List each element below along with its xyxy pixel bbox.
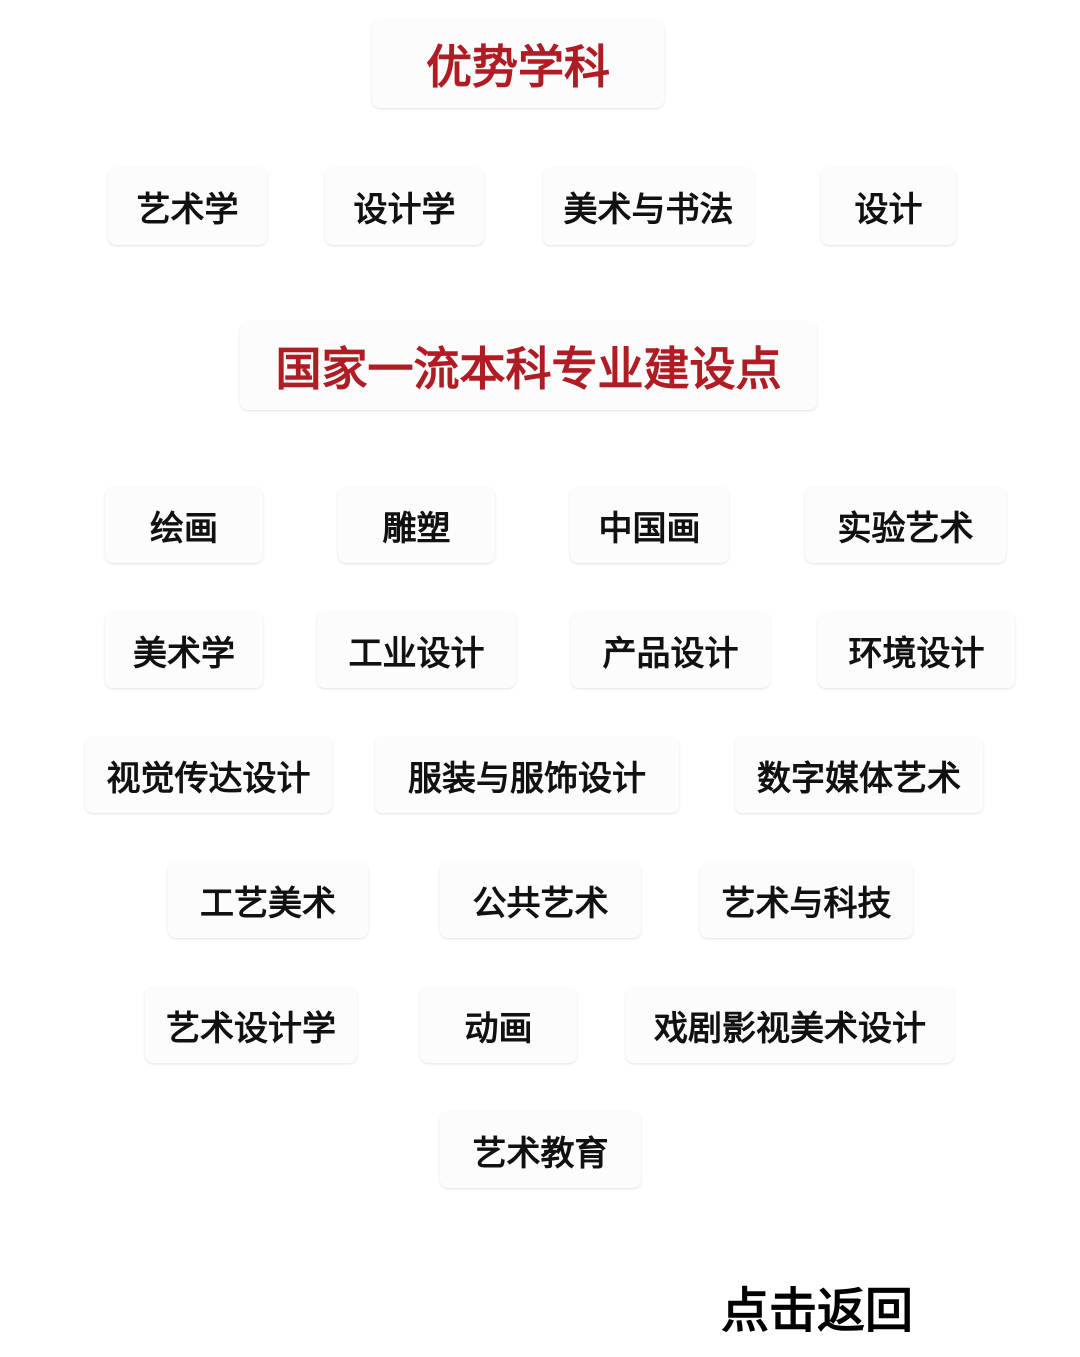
section-title-national-first-class-majors: 国家一流本科专业建设点: [240, 322, 817, 410]
discipline-item: 设计: [821, 168, 956, 245]
major-item: 动画: [420, 987, 577, 1063]
major-item: 工艺美术: [168, 862, 368, 938]
major-item: 环境设计: [818, 612, 1015, 688]
major-item: 服装与服饰设计: [375, 737, 679, 813]
major-item: 雕塑: [338, 487, 495, 563]
major-item: 公共艺术: [440, 862, 641, 938]
section-title-advantage-disciplines: 优势学科: [372, 20, 664, 108]
major-item: 艺术教育: [440, 1112, 641, 1188]
discipline-item: 艺术学: [108, 168, 267, 245]
major-item: 实验艺术: [805, 487, 1006, 563]
major-item: 中国画: [570, 487, 729, 563]
major-item: 数字媒体艺术: [735, 737, 983, 813]
discipline-item: 美术与书法: [543, 168, 754, 245]
return-button[interactable]: 点击返回: [720, 1283, 913, 1339]
major-item: 产品设计: [571, 612, 770, 688]
major-item: 绘画: [105, 487, 263, 563]
major-item: 美术学: [105, 612, 263, 688]
major-item: 艺术与科技: [700, 862, 913, 938]
major-item: 工业设计: [317, 612, 516, 688]
major-item: 戏剧影视美术设计: [626, 987, 954, 1063]
major-item: 视觉传达设计: [85, 737, 332, 813]
discipline-item: 设计学: [325, 168, 484, 245]
major-item: 艺术设计学: [145, 987, 357, 1063]
